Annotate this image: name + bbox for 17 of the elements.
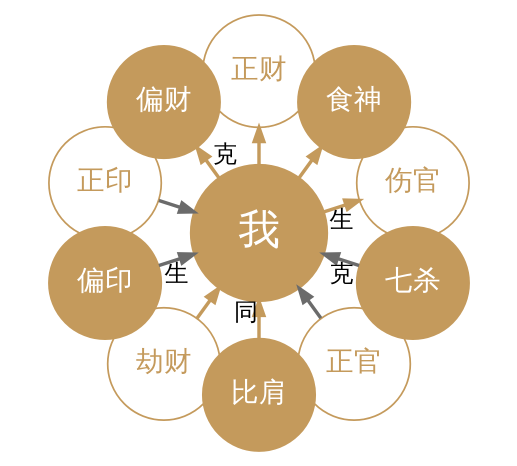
node-circle: 正官 xyxy=(296,306,411,421)
arrow xyxy=(158,198,198,214)
edge-label: 生 xyxy=(328,206,353,234)
edge-label: 克 xyxy=(329,259,354,288)
node-circle: 我 xyxy=(189,164,328,302)
node-circle: 比肩 xyxy=(201,338,316,452)
arrow xyxy=(251,122,266,164)
arrow xyxy=(296,284,322,320)
arrow xyxy=(323,198,364,214)
edge-label: 生 xyxy=(164,259,188,288)
node-circle: 正财 xyxy=(201,14,316,128)
arrow xyxy=(318,252,360,268)
node-circle: 劫财 xyxy=(106,306,220,421)
node-circle: 食神 xyxy=(296,45,411,160)
arrow xyxy=(158,252,198,268)
node-circle: 七杀 xyxy=(355,226,470,340)
node-circle: 偏印 xyxy=(48,226,162,340)
